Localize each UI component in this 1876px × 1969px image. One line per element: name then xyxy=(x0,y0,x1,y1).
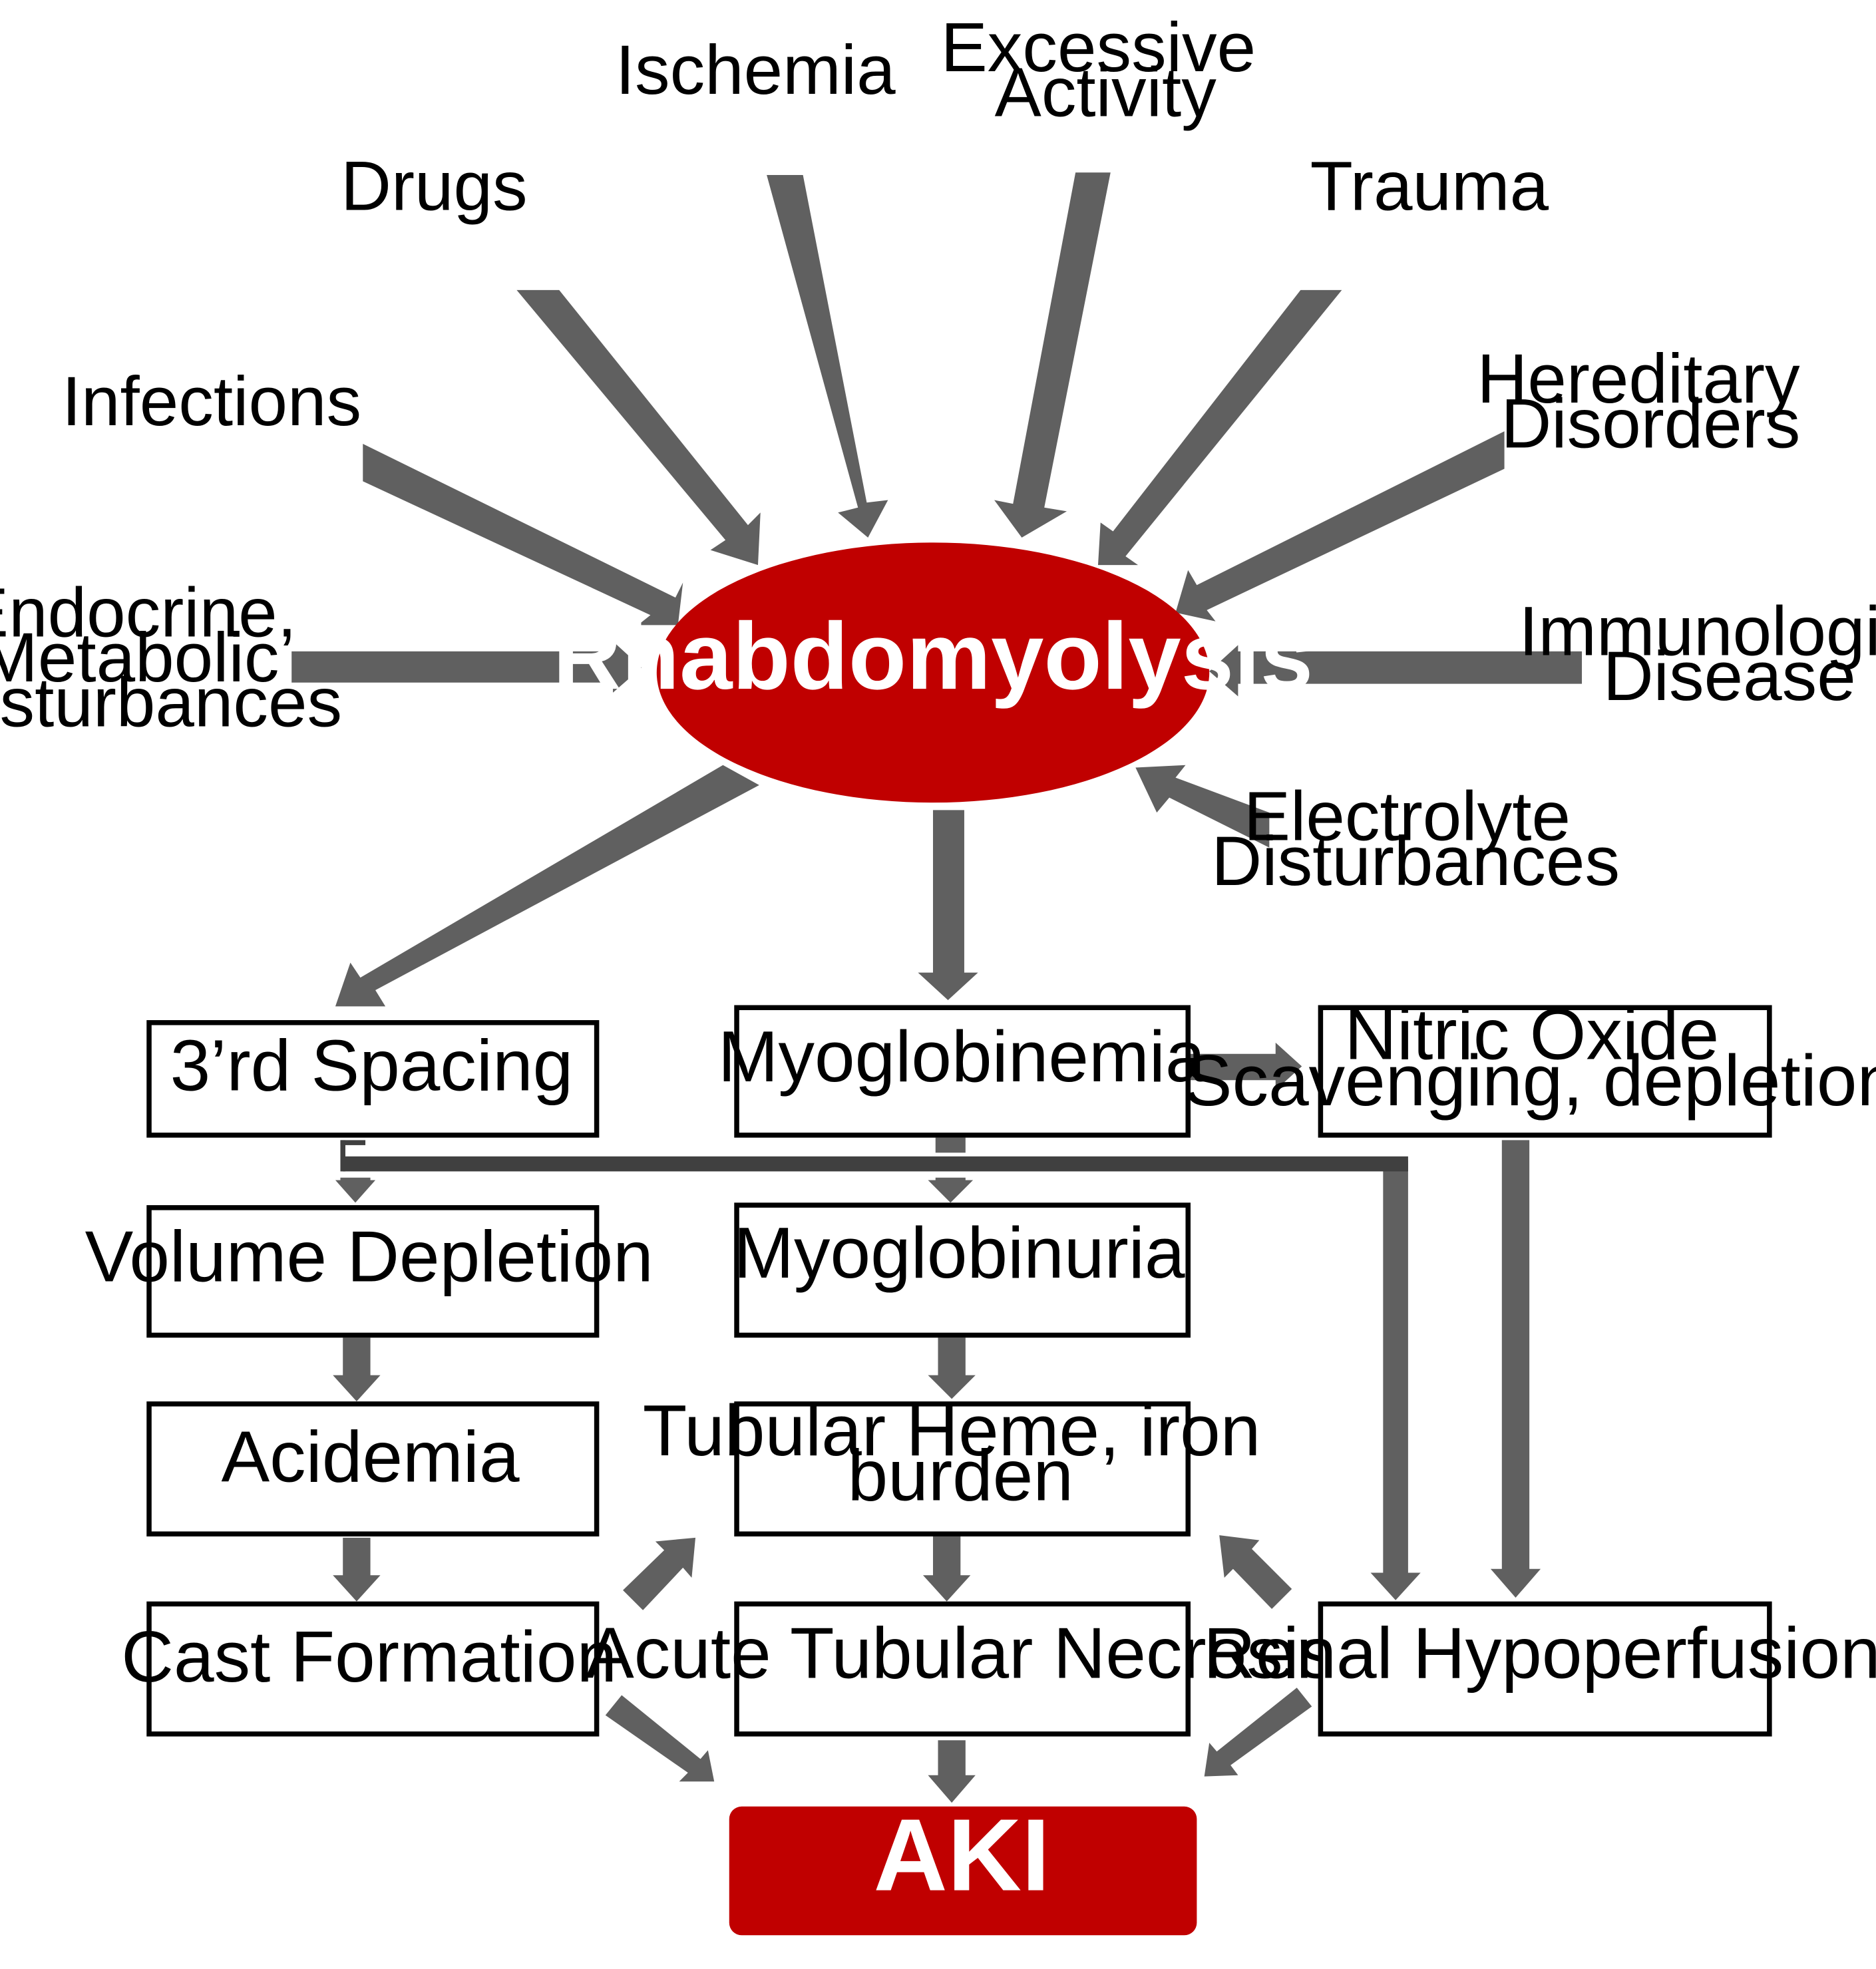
box-nitric-oxide-line2: Scavenging, depletion xyxy=(1184,1040,1876,1121)
arrow-cast-formation-to-tubular-heme xyxy=(623,1537,696,1610)
cause-electrolyte-disturbances: Electrolyte Disturbances xyxy=(1211,778,1620,901)
box-tubular-heme: Tubular Heme, iron burden xyxy=(643,1390,1281,1536)
arrow-to-myoglobinemia xyxy=(918,810,978,1000)
box-myoglobinemia-label: Myoglobinemia xyxy=(718,1016,1206,1097)
box-renal-hypoperfusion-label: Renal Hypoperfusion xyxy=(1203,1612,1876,1694)
cause-trauma: Trauma xyxy=(1310,148,1549,226)
arrow-ischemia xyxy=(767,175,888,538)
connector-bar xyxy=(343,1156,1408,1172)
cause-immunologic-line1: Immunologic xyxy=(1519,592,1876,670)
arrow-myoglobinemia-to-renal-hypoperfusion xyxy=(1370,1160,1421,1600)
connector-left-riser xyxy=(340,1140,345,1172)
arrow-cast-formation-to-aki xyxy=(605,1695,715,1782)
rhabdomyolysis-label: Rhabdomyolysis xyxy=(553,604,1313,709)
box-acute-tubular-necrosis-label: Acute Tubular Necrosis xyxy=(586,1612,1335,1694)
box-nitric-oxide-line1: Nitric Oxide xyxy=(1344,993,1719,1075)
connector-left-tick xyxy=(340,1140,366,1145)
svg-text:Cast Formation: Cast Formation xyxy=(121,1616,617,1698)
box-acidemia-label: Acidemia xyxy=(222,1416,520,1497)
rhabdomyolysis-node: Rhabdomyolysis xyxy=(553,542,1313,803)
cause-electrolyte-line1: Electrolyte xyxy=(1244,778,1571,856)
cause-labels: Ischemia Excessive Activity Drugs Trauma… xyxy=(0,9,1876,900)
box-cast-formation-label: Cast Formation xyxy=(121,1616,617,1698)
arrow-to-acute-tubular-necrosis xyxy=(922,1536,971,1602)
aki-label: AKI xyxy=(874,1798,1050,1912)
cause-infections: Infections xyxy=(62,363,361,441)
arrow-endocrine xyxy=(291,641,642,693)
cause-excessive-activity-line1: Excessive xyxy=(941,9,1256,87)
arrow-trauma xyxy=(1097,289,1342,566)
box-myoglobinuria-label: Myoglobinuria xyxy=(733,1212,1185,1294)
box-renal-hypoperfusion: Renal Hypoperfusion xyxy=(1203,1601,1876,1737)
box-volume-depletion-label: Volume Depletion xyxy=(85,1216,654,1298)
cause-endocrine-line2: Metabolic xyxy=(0,619,279,697)
svg-text:Myoglobinemia: Myoglobinemia xyxy=(718,1016,1206,1097)
box-third-spacing-label: 3’rd Spacing xyxy=(170,1025,574,1106)
svg-text:3’rd Spacing: 3’rd Spacing xyxy=(170,1025,574,1106)
cause-immunologic-line2: Disease xyxy=(1603,637,1856,715)
cause-immunologic-disease: Immunologic Disease xyxy=(1519,592,1876,715)
cause-hereditary-disorders: Hereditary Disorders xyxy=(1477,340,1819,463)
arrow-immunologic xyxy=(1209,645,1583,697)
arrow-renal-hypoperfusion-to-tubular-heme xyxy=(1219,1535,1292,1609)
svg-text:Myoglobinuria: Myoglobinuria xyxy=(733,1212,1185,1294)
cause-hereditary-line2: Disorders xyxy=(1501,385,1800,463)
svg-text:Acute Tubular Necrosis: Acute Tubular Necrosis xyxy=(586,1612,1335,1694)
arrow-infections xyxy=(363,443,683,626)
svg-text:Renal Hypoperfusion: Renal Hypoperfusion xyxy=(1203,1612,1876,1694)
arrow-excessive-activity xyxy=(994,172,1111,538)
arrow-to-myoglobinuria xyxy=(928,1177,974,1203)
arrow-to-aki-center xyxy=(928,1740,976,1803)
cause-trauma-line1: Trauma xyxy=(1310,148,1549,226)
arrow-hereditary xyxy=(1175,431,1505,622)
arrow-drugs xyxy=(516,289,761,566)
arrow-renal-hypoperfusion-to-aki xyxy=(1204,1688,1312,1777)
cause-drugs: Drugs xyxy=(341,148,528,226)
box-cast-formation: Cast Formation xyxy=(121,1601,617,1737)
connector-lines xyxy=(340,1140,1408,1172)
cause-excessive-activity-line2: Activity xyxy=(995,54,1217,132)
arrow-to-cast-formation xyxy=(333,1537,381,1602)
arrow-myoglobinemia-stub xyxy=(935,1137,966,1153)
box-tubular-heme-line2: burden xyxy=(848,1435,1073,1516)
box-nitric-oxide: Nitric Oxide Scavenging, depletion xyxy=(1184,993,1876,1138)
cause-excessive-activity: Excessive Activity xyxy=(941,9,1276,132)
cause-infections-line1: Infections xyxy=(62,363,361,441)
box-acidemia: Acidemia xyxy=(146,1401,600,1536)
arrow-to-volume-depletion xyxy=(335,1177,376,1203)
box-myoglobinemia: Myoglobinemia xyxy=(718,1005,1206,1138)
cause-endocrine-line1: Endocrine, xyxy=(0,574,297,651)
cause-drugs-line1: Drugs xyxy=(341,148,528,226)
aki-node: AKI xyxy=(729,1798,1197,1936)
arrow-nitric-oxide-to-renal-hypoperfusion xyxy=(1490,1140,1541,1598)
cause-endocrine-line3: Disturbances xyxy=(0,664,342,742)
cause-endocrine-metabolic: Endocrine, Metabolic Disturbances xyxy=(0,574,342,741)
svg-text:Tubular Heme, iron bur: Tubular Heme, iron burden xyxy=(643,1390,1281,1517)
arrow-to-third-spacing xyxy=(335,765,759,1007)
box-volume-depletion: Volume Depletion xyxy=(85,1205,654,1338)
cause-ischemia: Ischemia xyxy=(616,31,896,109)
arrows xyxy=(291,172,1583,1803)
svg-text:Nitric Oxide Scavengin: Nitric Oxide Scavenging, depletion xyxy=(1184,993,1876,1121)
box-acute-tubular-necrosis: Acute Tubular Necrosis xyxy=(586,1601,1335,1737)
arrow-to-tubular-heme xyxy=(928,1338,976,1399)
svg-text:Volume Depletion: Volume Depletion xyxy=(85,1216,654,1298)
arrow-to-nitric-oxide xyxy=(1191,1042,1302,1091)
cause-ischemia-line1: Ischemia xyxy=(616,31,896,109)
cause-hereditary-line1: Hereditary xyxy=(1477,340,1800,418)
box-tubular-heme-line1: Tubular Heme, iron xyxy=(643,1390,1261,1471)
arrow-electrolyte xyxy=(1135,765,1270,848)
box-third-spacing: 3’rd Spacing xyxy=(146,1020,600,1138)
cause-electrolyte-line2: Disturbances xyxy=(1211,822,1620,900)
box-myoglobinuria: Myoglobinuria xyxy=(733,1202,1191,1338)
arrow-to-acidemia xyxy=(333,1338,381,1402)
boxes: 3’rd Spacing Myoglobinemia Nitric Oxide … xyxy=(85,993,1876,1737)
svg-text:Acidemia: Acidemia xyxy=(222,1416,520,1497)
